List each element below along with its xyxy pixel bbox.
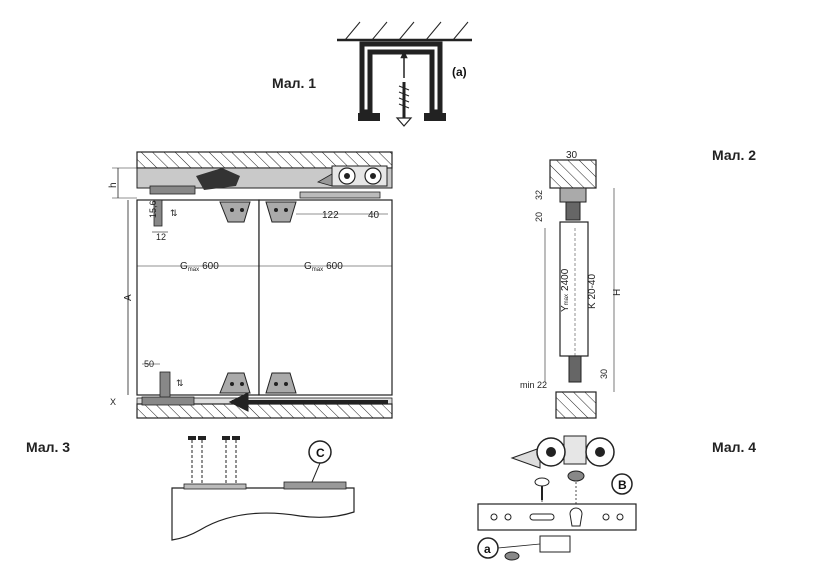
top-fitting-left [149, 185, 196, 195]
hinge-top-left [219, 201, 251, 223]
fig3-label: Мал. 3 [26, 439, 70, 455]
guide-plate [283, 481, 347, 490]
screws-dashed [191, 440, 237, 484]
sync-arrow-icon: ⇅ [170, 208, 178, 218]
fig2-door [559, 221, 589, 357]
hinge-bottom-right [265, 372, 297, 394]
door-edge-block [171, 487, 355, 541]
screw-head-3-icon [222, 436, 230, 440]
fig2-dim-ymax: Ymax2400 [560, 268, 571, 312]
callout-b-circle [611, 473, 633, 495]
floor-plate [183, 483, 247, 490]
rail-foot-left [358, 113, 380, 121]
fig2-dim-30b: 30 [599, 369, 609, 379]
plate-slot [529, 513, 555, 521]
fig1-callout-a: (a) [452, 65, 467, 79]
fig2-carriage [565, 201, 581, 221]
keyhole-slot [569, 507, 583, 527]
screw-head-4-icon [232, 436, 240, 440]
screw-head-1-icon [188, 436, 196, 440]
sync-arrow-bottom-icon: ⇅ [176, 378, 184, 388]
top-fitting-right [299, 191, 381, 199]
figure-2-section: Мал. 2 30 32 20 Ymax2400 K 20-40 H 30 mi… [520, 147, 756, 419]
callout-b: B [618, 478, 627, 492]
small-block [539, 535, 571, 553]
figure-4: Мал. 4 B a [477, 435, 756, 561]
fig2-dim-32: 32 [534, 190, 544, 200]
fig1-label: Мал. 1 [272, 75, 316, 91]
fig2-dim-30: 30 [566, 150, 578, 161]
fig4-label: Мал. 4 [712, 439, 756, 455]
fig2-dim-20: 20 [534, 212, 544, 222]
rail-profile [359, 41, 443, 115]
roller-wedge [510, 447, 541, 469]
fig2-dim-min22: min 22 [520, 380, 547, 390]
fig2-bottom-pivot [568, 355, 582, 383]
pivot-top [153, 199, 163, 227]
dim-h: h [108, 182, 119, 188]
rail-foot-right [424, 113, 446, 121]
figure-1: Мал. 1 (a) [272, 21, 472, 127]
roller-right [316, 165, 388, 187]
dim-122: 122 [322, 210, 339, 221]
dim-40: 40 [368, 210, 380, 221]
callout-a: a [484, 542, 491, 556]
mounting-plate [477, 503, 637, 531]
door-panel-left [136, 199, 260, 396]
figure-3-detail: Мал. 3 C [26, 436, 355, 541]
screw-icon [395, 82, 413, 127]
hex-nut-icon [504, 551, 520, 561]
dim-12: 12 [156, 232, 166, 242]
fig2-top-beam [549, 159, 597, 189]
pivot-bottom [159, 371, 171, 399]
dim-x: X [110, 397, 116, 407]
dim-a: A [123, 294, 134, 301]
figure-3-elevation: h 15,6 12 ⇅ 122 40 [108, 151, 393, 419]
screw-head-2-icon [198, 436, 206, 440]
dim-15-6: 15,6 [148, 200, 158, 218]
ceiling-hatch [344, 21, 469, 41]
roller-nut [567, 470, 585, 482]
carriage-left [196, 168, 240, 190]
dim-50: 50 [144, 359, 154, 369]
fig2-label: Мал. 2 [712, 147, 756, 163]
floor-fitting [141, 396, 195, 406]
fig2-floor [555, 391, 597, 419]
hinge-top-right [265, 201, 297, 223]
fig4-screw-icon [534, 477, 550, 500]
fig2-dim-k: K 20-40 [587, 274, 598, 309]
floor-beam [136, 403, 393, 419]
fig2-rail [559, 187, 587, 203]
callout-c: C [316, 446, 325, 460]
door-panel-right [258, 199, 393, 396]
roller-body [563, 435, 587, 465]
fig2-dim-h: H [612, 289, 623, 296]
